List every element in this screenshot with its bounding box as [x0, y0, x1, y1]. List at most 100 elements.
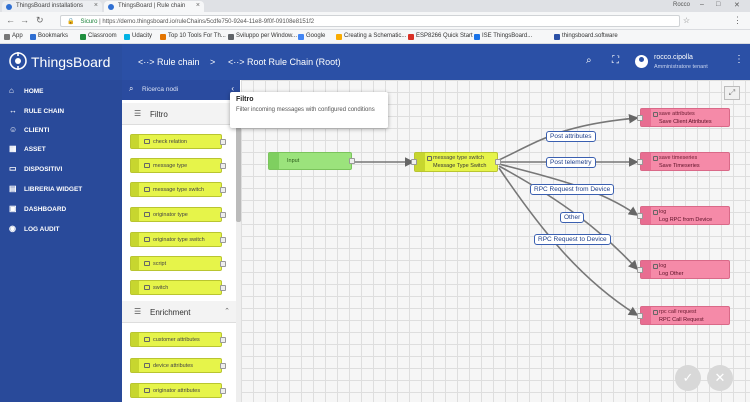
bookmark-item[interactable]: App: [4, 33, 23, 40]
section-filtro[interactable]: ☰ Filtro: [122, 103, 236, 125]
back-icon[interactable]: ←: [6, 15, 15, 25]
decline-changes-button[interactable]: ✕: [707, 365, 733, 391]
search-icon[interactable]: ⌕: [586, 55, 592, 66]
search-icon: ⌕: [129, 84, 134, 93]
bookmark-item[interactable]: Sviluppo per Window...: [228, 33, 297, 40]
more-vert-icon[interactable]: ⋮: [734, 54, 744, 65]
library-node[interactable]: message type: [130, 158, 226, 173]
bookmark-icon: [408, 34, 414, 40]
forward-icon[interactable]: →: [20, 15, 29, 25]
bookmark-item[interactable]: thingsboard.software: [554, 33, 618, 40]
apply-changes-button[interactable]: ✓: [675, 365, 701, 391]
breadcrumb-current: <··> Root Rule Chain (Root): [228, 57, 341, 67]
reload-icon[interactable]: ↻: [36, 15, 44, 25]
filter-icon: ☰: [134, 109, 142, 118]
bookmark-item[interactable]: ISE ThingsBoard...: [474, 33, 532, 40]
library-node[interactable]: message type switch: [130, 182, 226, 197]
library-scrollbar[interactable]: [236, 100, 241, 402]
library-node[interactable]: originator type switch: [130, 232, 226, 247]
browser-tab-active[interactable]: ThingsBoard | Rule chain ×: [104, 1, 204, 12]
thingsboard-logo-icon: [9, 52, 27, 70]
output-port[interactable]: [349, 158, 355, 164]
maximize-icon[interactable]: □: [716, 1, 721, 8]
enrichment-icon: ☰: [134, 307, 142, 316]
browser-tab-strip: ThingsBoard installations × ThingsBoard …: [0, 0, 750, 12]
node-rpc-call-request[interactable]: rpc call request RPC Call Request: [637, 306, 730, 325]
section-enrichment[interactable]: ☰ Enrichment ⌃: [122, 301, 236, 323]
close-tab-icon[interactable]: ×: [195, 2, 200, 9]
input-port[interactable]: [637, 212, 643, 219]
library-node[interactable]: customer attributes: [130, 332, 226, 347]
user-role: Amministratore tenant: [654, 64, 708, 70]
tooltip-title: Filtro: [236, 96, 254, 103]
edge-label-rpc-to-device[interactable]: RPC Request to Device: [534, 234, 611, 245]
canvas-fullscreen-icon[interactable]: ⤢: [724, 86, 740, 100]
bookmark-star-icon[interactable]: ☆: [682, 16, 690, 25]
input-port[interactable]: [411, 159, 417, 165]
node-log-other[interactable]: log Log Other: [637, 260, 730, 279]
library-node[interactable]: originator attributes: [130, 383, 226, 398]
library-node[interactable]: switch: [130, 280, 226, 295]
bookmark-item[interactable]: Top 10 Tools For Th...: [160, 33, 226, 40]
home-icon: ⌂: [9, 86, 14, 95]
library-scrollbar-thumb[interactable]: [236, 102, 241, 222]
nav-item-home[interactable]: ⌂HOME: [9, 86, 44, 95]
breadcrumb-separator: >: [210, 57, 216, 67]
node-save-timeseries[interactable]: save timeseries Save Timeseries: [637, 152, 730, 171]
output-port[interactable]: [495, 159, 501, 165]
close-tab-icon[interactable]: ×: [93, 2, 98, 9]
nav-item-asset[interactable]: ▦ASSET: [9, 144, 46, 153]
bookmark-item[interactable]: Bookmarks: [30, 33, 68, 40]
bookmark-item[interactable]: Creating a Schematic...: [336, 33, 406, 40]
bookmark-item[interactable]: Google: [298, 33, 325, 40]
filter-tooltip: Filtro Filter incoming messages with con…: [230, 92, 388, 128]
bookmark-icon: [80, 34, 86, 40]
edge-label-other[interactable]: Other: [560, 212, 585, 223]
edge-label-post-attributes[interactable]: Post attributes: [546, 131, 596, 142]
bookmark-icon: [160, 34, 166, 40]
bookmark-item[interactable]: Classroom: [80, 33, 117, 40]
input-port[interactable]: [637, 158, 643, 165]
nav-item-log-audit[interactable]: ◉LOG AUDIT: [9, 224, 60, 233]
browser-menu-icon[interactable]: ⋮: [733, 15, 742, 25]
bookmark-item[interactable]: Udacity: [124, 33, 152, 40]
node-input[interactable]: Input: [268, 152, 355, 170]
node-message-type-switch[interactable]: message type switch Message Type Switch: [411, 152, 501, 172]
chevron-up-icon: ⌃: [224, 308, 230, 315]
nav-item-dispositivi[interactable]: ▭DISPOSITIVI: [9, 164, 63, 173]
minimize-icon[interactable]: –: [700, 1, 704, 8]
nav-item-libreria-widget[interactable]: ▤LIBRERIA WIDGET: [9, 184, 83, 193]
nav-item-dashboard[interactable]: ▣DASHBOARD: [9, 204, 67, 213]
people-icon: ☺: [9, 125, 18, 134]
node-search-input[interactable]: Ricerca nodi: [142, 86, 179, 93]
nav-item-clienti[interactable]: ☺CLIENTI: [9, 125, 50, 134]
close-window-icon[interactable]: ✕: [734, 2, 740, 9]
input-port[interactable]: [637, 312, 643, 319]
url-input[interactable]: 🔒Sicuro | https://demo.thingsboard.io/ru…: [60, 15, 680, 27]
node-search-bar[interactable]: ⌕ Ricerca nodi ‹: [122, 80, 240, 100]
node-save-client-attributes[interactable]: save attributes Save Client Attributes: [637, 108, 730, 127]
bookmark-item[interactable]: ESP8266 Quick Start: [408, 33, 473, 40]
star-icon: [30, 34, 36, 40]
edge-label-rpc-from-device[interactable]: RPC Request from Device: [530, 184, 615, 195]
library-node[interactable]: script: [130, 256, 226, 271]
breadcrumb-rule-chains[interactable]: <··> Rule chain: [138, 57, 200, 67]
domain-icon: ▦: [9, 144, 17, 153]
node-log-rpc-from-device[interactable]: log Log RPC from Device: [637, 206, 730, 225]
rule-chain-canvas[interactable]: [241, 80, 750, 402]
browser-profile[interactable]: Rocco: [672, 2, 690, 8]
edge-label-post-telemetry[interactable]: Post telemetry: [546, 157, 596, 168]
library-node[interactable]: device attributes: [130, 358, 226, 373]
input-port[interactable]: [637, 114, 643, 121]
input-port[interactable]: [637, 266, 643, 273]
logo-text[interactable]: ThingsBoard: [31, 54, 111, 70]
fullscreen-icon[interactable]: ⛶: [612, 55, 619, 66]
chain-icon: <··>: [138, 57, 155, 67]
track-icon: ◉: [9, 224, 16, 233]
library-node[interactable]: check relation: [130, 134, 226, 149]
nav-item-rule-chain[interactable]: ↔RULE CHAIN: [9, 106, 65, 115]
browser-tab[interactable]: ThingsBoard installations ×: [2, 1, 102, 12]
library-node[interactable]: originator type: [130, 207, 226, 222]
user-avatar[interactable]: [635, 55, 648, 68]
collapse-icon[interactable]: ‹: [231, 84, 234, 93]
